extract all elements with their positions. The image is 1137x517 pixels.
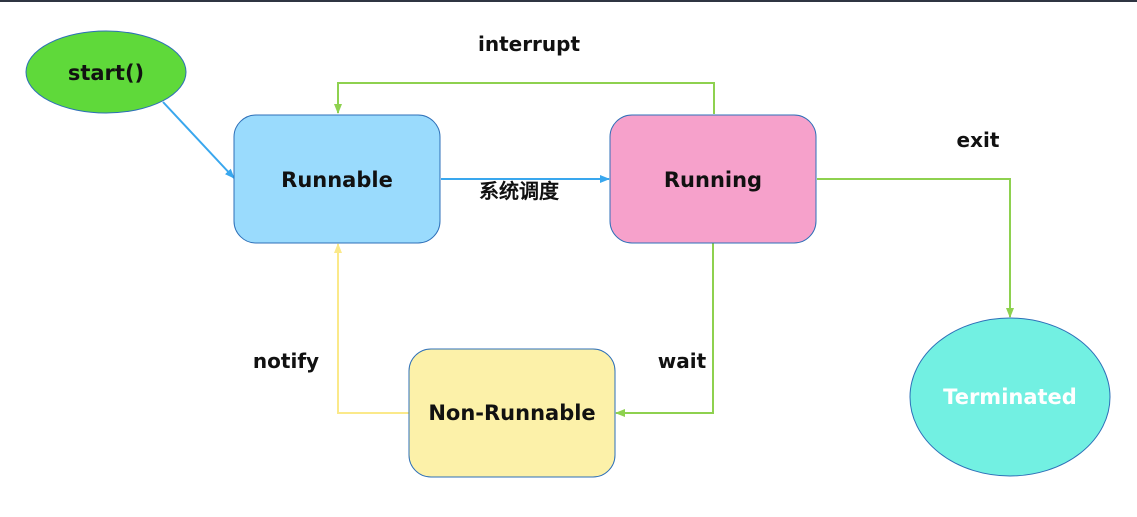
label-exit: exit xyxy=(957,128,1000,152)
non-runnable-label: Non-Runnable xyxy=(428,401,595,425)
start-label: start() xyxy=(68,61,144,85)
runnable-label: Runnable xyxy=(281,168,393,192)
running-box xyxy=(609,114,817,244)
node-running: Running xyxy=(609,114,817,244)
running-label: Running xyxy=(664,168,762,192)
terminated-label: Terminated xyxy=(943,385,1077,409)
edge-running-to-nonrunnable-wait xyxy=(615,243,714,417)
top-border xyxy=(0,0,1137,2)
node-runnable: Runnable xyxy=(233,114,441,244)
non-runnable-box xyxy=(408,348,616,478)
label-notify: notify xyxy=(253,349,319,373)
label-interrupt: interrupt xyxy=(478,32,581,56)
label-schedule: 系统调度 xyxy=(479,179,560,203)
label-wait: wait xyxy=(658,349,707,373)
node-terminated: Terminated xyxy=(909,317,1111,477)
edge-start-to-runnable xyxy=(162,101,235,179)
runnable-box xyxy=(233,114,441,244)
terminated-ellipse xyxy=(909,317,1111,477)
edge-running-to-terminated-exit xyxy=(817,178,1014,318)
start-ellipse xyxy=(25,30,187,114)
node-start: start() xyxy=(25,30,187,114)
edge-nonrunnable-to-runnable-notify xyxy=(334,243,409,414)
node-non-runnable: Non-Runnable xyxy=(408,348,616,478)
edge-running-to-runnable-interrupt xyxy=(334,82,715,114)
